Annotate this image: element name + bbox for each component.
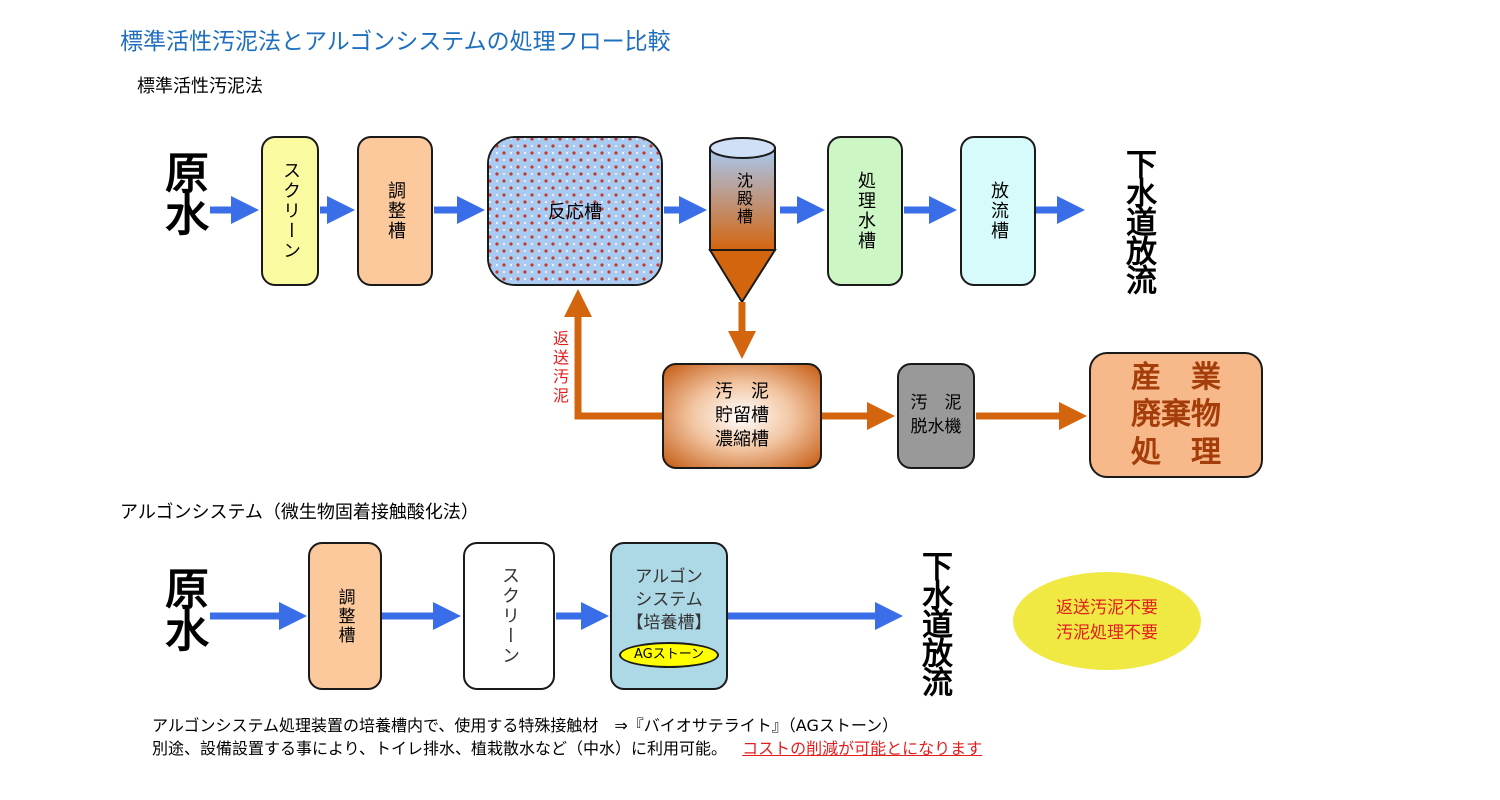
- cost-reduction-note: コストの削減が可能とになります: [742, 739, 983, 758]
- dewater-line2: 脱水機: [910, 417, 962, 437]
- s2-source-label: 原水: [157, 566, 208, 650]
- screen-label: スクリーン: [280, 161, 301, 261]
- settling-tank-shape: [708, 137, 777, 304]
- ag-stone-badge: AGストーン: [619, 641, 719, 668]
- argon-line1: アルゴン: [635, 567, 703, 587]
- treated-water-tank-box: 処理水槽: [827, 136, 903, 286]
- argon-system-box: アルゴン システム 【培養槽】 AGストーン: [610, 542, 728, 690]
- discharge-tank-box: 放流槽: [960, 136, 1036, 286]
- sludge-storage-line3: 濃縮槽: [715, 429, 769, 451]
- argon-line2: システム: [635, 589, 703, 610]
- note-line1: アルゴンシステム処理装置の培養槽内で、使用する特殊接触材 ⇒『バイオサテライト』…: [152, 716, 899, 735]
- adjust-tank-label: 調整槽: [385, 181, 406, 241]
- reaction-tank-pattern: [489, 138, 661, 284]
- benefit-ellipse: 返送汚泥不要 汚泥処理不要: [1013, 572, 1201, 670]
- s2-screen-label: スクリーン: [499, 566, 520, 666]
- industrial-waste-line1: 産 業: [1131, 359, 1221, 395]
- argon-line3: 【培養槽】: [626, 612, 712, 633]
- discharge-tank-label: 放流槽: [988, 181, 1009, 241]
- ag-stone-label: AGストーン: [633, 647, 705, 663]
- settling-tank-label: 沈殿槽: [734, 172, 753, 226]
- industrial-waste-line3: 処 理: [1131, 434, 1221, 470]
- sludge-storage-box: 汚 泥 貯留槽 濃縮槽: [662, 363, 822, 469]
- s1-outlet-label: 下水道放流: [1120, 148, 1156, 293]
- treated-water-tank-label: 処理水槽: [855, 171, 876, 251]
- return-sludge-label: 返送汚泥: [550, 330, 569, 406]
- page-title: 標準活性汚泥法とアルゴンシステムの処理フロー比較: [120, 29, 671, 55]
- s2-outlet-label: 下水道放流: [916, 550, 952, 695]
- note-line2-text: 別途、設備設置する事により、トイレ排水、植栽散水など（中水）に利用可能。: [152, 739, 728, 758]
- s2-screen-box: スクリーン: [463, 542, 555, 690]
- benefit-line2: 汚泥処理不要: [1056, 623, 1158, 643]
- screen-box: スクリーン: [261, 136, 319, 286]
- reaction-tank-box: 反応槽: [487, 136, 663, 286]
- arrow-return-sludge: [564, 289, 662, 420]
- adjust-tank-box: 調整槽: [357, 136, 433, 286]
- s2-adjust-tank-label: 調整槽: [334, 587, 355, 645]
- dewater-line1: 汚 泥: [910, 393, 962, 414]
- reaction-tank-label: 反応槽: [548, 202, 602, 223]
- section1-heading: 標準活性汚泥法: [137, 76, 263, 97]
- section2-heading: アルゴンシステム（微生物固着接触酸化法）: [120, 502, 479, 523]
- benefit-line1: 返送汚泥不要: [1056, 597, 1158, 618]
- dewater-box: 汚 泥 脱水機: [897, 363, 975, 469]
- sludge-storage-line1: 汚 泥: [715, 380, 769, 402]
- note-line2: 別途、設備設置する事により、トイレ排水、植栽散水など（中水）に利用可能。 コスト…: [152, 735, 982, 759]
- industrial-waste-line2: 廃棄物: [1131, 397, 1221, 433]
- industrial-waste-box: 産 業 廃棄物 処 理: [1089, 352, 1263, 478]
- sludge-storage-line2: 貯留槽: [715, 404, 769, 426]
- s1-source-label: 原水: [157, 150, 208, 234]
- s2-adjust-tank-box: 調整槽: [308, 542, 382, 690]
